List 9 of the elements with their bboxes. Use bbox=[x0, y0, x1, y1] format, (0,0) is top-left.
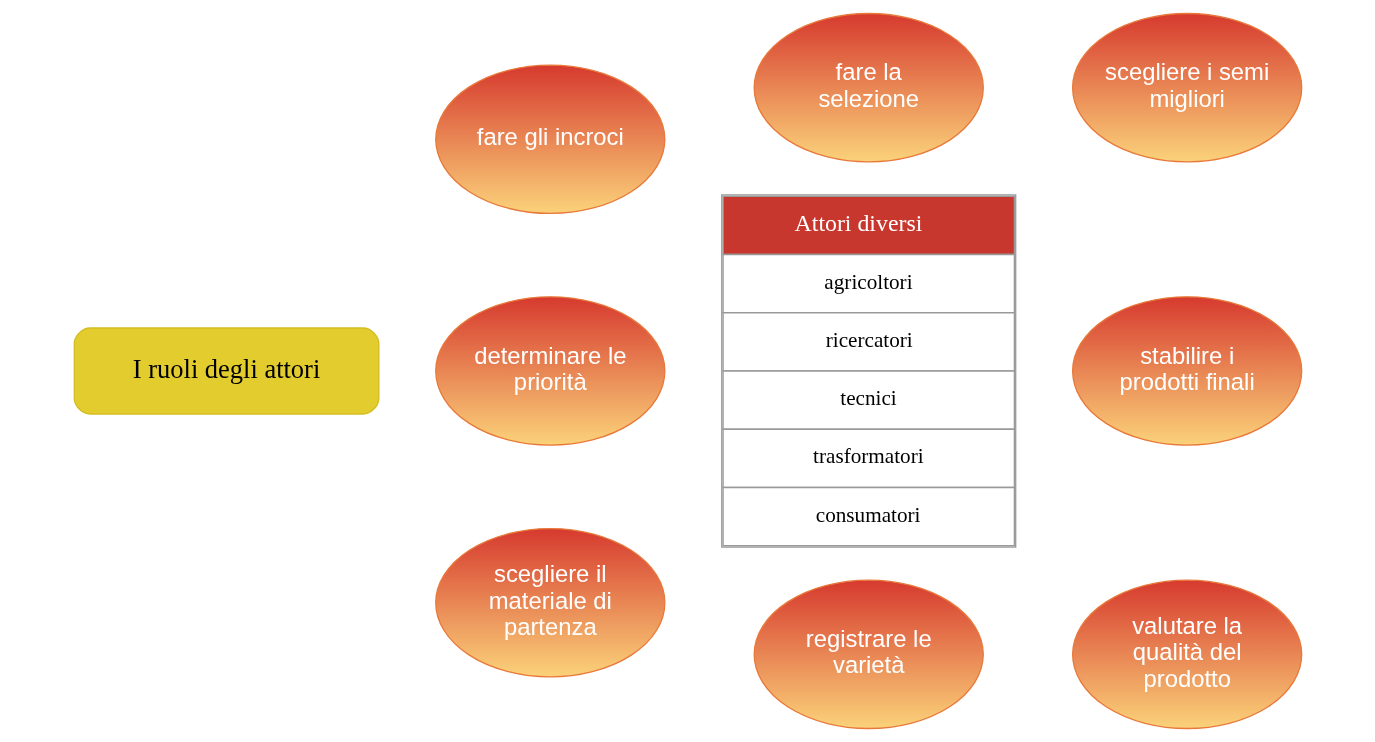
node-ellipse: determinare le priorità bbox=[434, 296, 665, 446]
node-ellipse: fare gli incroci bbox=[434, 64, 665, 215]
node-ellipse: valutare la qualità del prodotto bbox=[1071, 579, 1302, 730]
node-ellipse: stabilire i prodotti finali bbox=[1071, 296, 1302, 446]
node-box: I ruoli degli attori bbox=[73, 327, 379, 415]
node-ellipse: fare la selezione bbox=[753, 12, 984, 163]
node-ellipse: scegliere il materiale di partenza bbox=[434, 527, 665, 678]
node-ellipse: scegliere i semi migliori bbox=[1071, 12, 1302, 163]
node-ellipse: registrare le varietà bbox=[753, 579, 984, 730]
